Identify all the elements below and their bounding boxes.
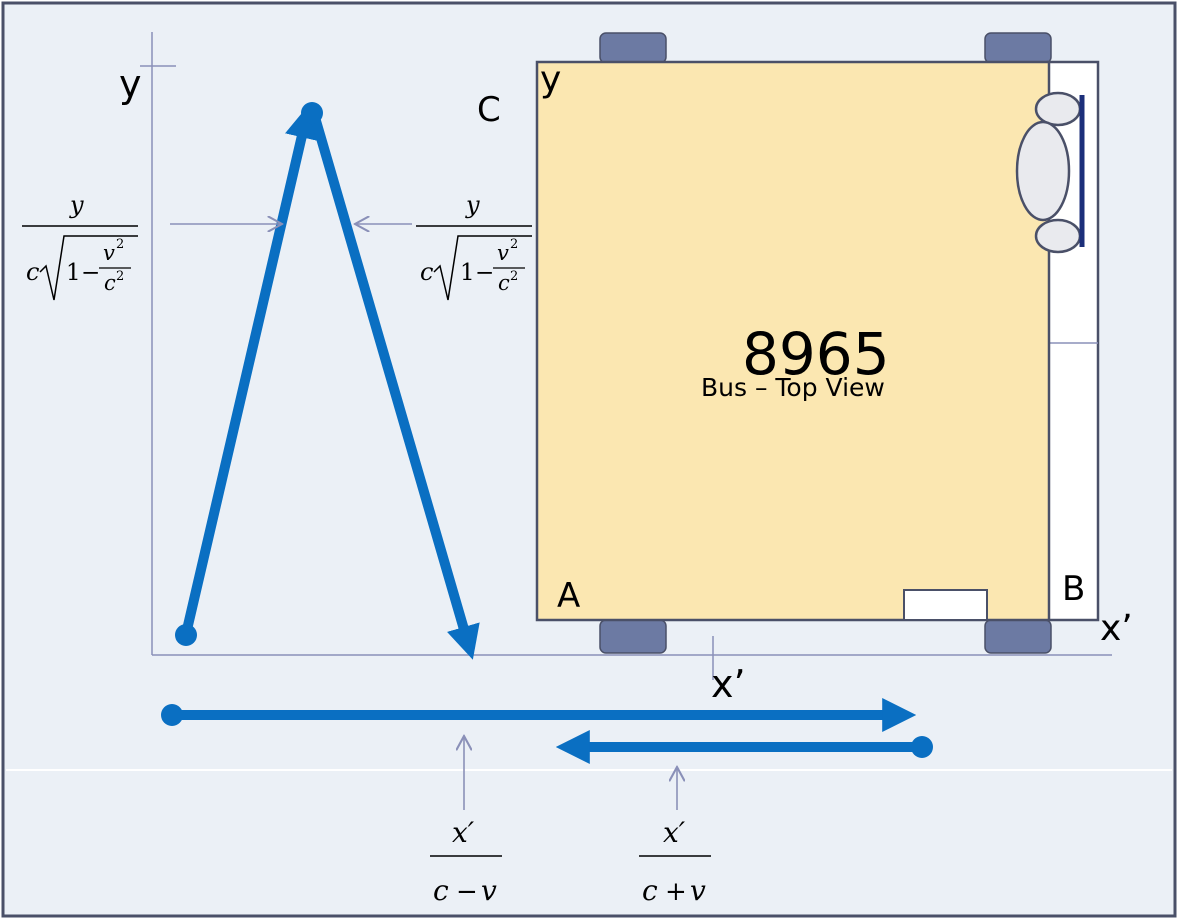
formula-up-c: c	[26, 258, 39, 286]
formula-up-v: v	[103, 241, 115, 265]
formula-up-c-square: 2	[116, 269, 124, 284]
formula-up-minus: −	[81, 260, 100, 286]
formula-up-numerator: y	[69, 191, 84, 219]
wheel-bottom-right	[984, 619, 1052, 654]
formula-time-forward: x′ c − v	[430, 816, 502, 907]
formula-down-v: v	[497, 241, 509, 265]
bus-x-prime-label: x’	[1100, 608, 1133, 649]
corner-label-b: B	[1062, 569, 1085, 609]
wheel-top-right	[984, 32, 1052, 64]
bus-door	[903, 589, 988, 621]
start-point	[175, 624, 197, 646]
formula-up-v-square: 2	[116, 237, 124, 252]
formula-forward-numerator: x′	[452, 816, 475, 849]
corner-label-c: C	[477, 90, 501, 130]
formula-down-v-square: 2	[510, 237, 518, 252]
formula-back-v: v	[690, 874, 706, 907]
formula-time-up: y c 1 − v 2 c 2	[22, 191, 138, 301]
formula-down-minus: −	[475, 260, 494, 286]
forward-start-point	[161, 704, 183, 726]
formula-forward-op: −	[456, 877, 478, 907]
down-path-arrow	[309, 112, 480, 660]
corner-label-a: A	[557, 576, 580, 616]
wheel-top-left	[599, 32, 667, 64]
formula-down-numerator: y	[465, 191, 480, 219]
formula-back-op: +	[665, 877, 687, 907]
formula-down-one: 1	[460, 260, 475, 286]
bus-number: 8965	[742, 320, 890, 388]
y-axis-label: y	[119, 62, 142, 106]
apex-point	[301, 102, 323, 124]
formula-time-down: y c 1 − v 2 c 2	[416, 191, 532, 301]
formula-forward-c: c	[433, 874, 449, 907]
bus-body	[535, 60, 1051, 622]
return-start-point	[911, 736, 933, 758]
formula-down-c: c	[420, 258, 433, 286]
bus-top-view: 8965 Bus – Top View C y A B x’	[477, 32, 1133, 654]
bus-caption: Bus – Top View	[701, 373, 885, 402]
up-path-arrow	[181, 104, 319, 636]
driver-seat-icon	[1015, 91, 1085, 254]
bus-y-label: y	[540, 59, 561, 100]
x-prime-axis-label: x’	[711, 662, 746, 706]
light-path	[161, 102, 933, 765]
formula-forward-v: v	[481, 874, 497, 907]
wheel-bottom-left	[599, 619, 667, 654]
formula-up-one: 1	[66, 260, 81, 286]
formula-back-numerator: x′	[663, 816, 686, 849]
formula-down-c-square: 2	[510, 269, 518, 284]
formula-up-c-den: c	[104, 271, 116, 295]
formula-time-back: x′ c + v	[639, 816, 711, 907]
formula-down-c-den: c	[498, 271, 510, 295]
formula-back-c: c	[642, 874, 658, 907]
